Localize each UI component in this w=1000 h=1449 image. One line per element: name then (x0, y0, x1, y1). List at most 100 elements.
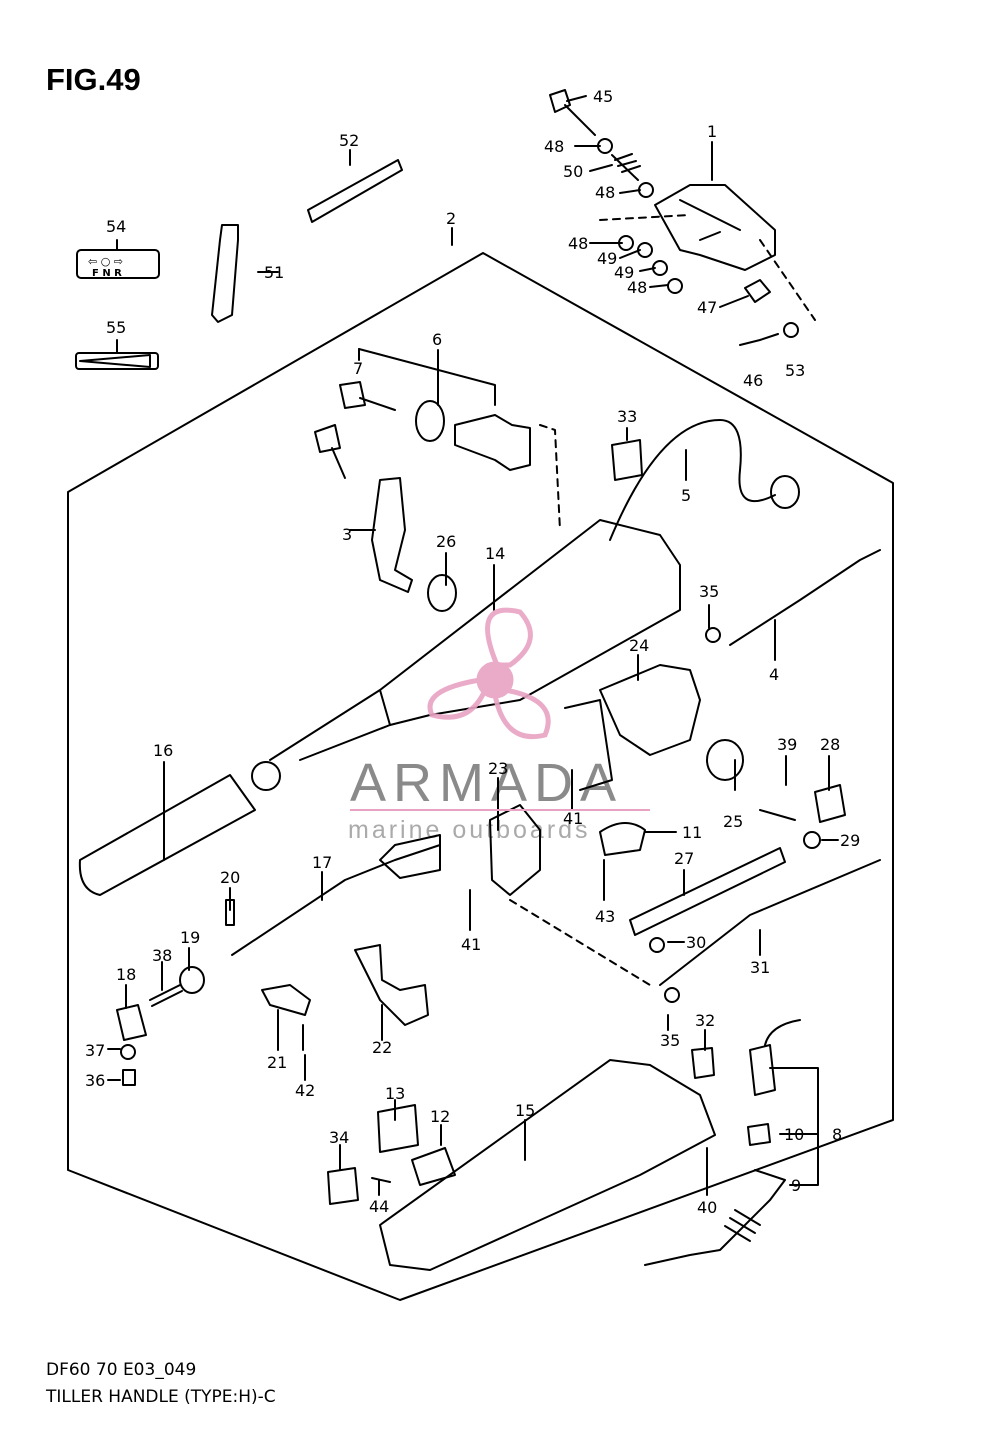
decal-letters: F N R (92, 268, 122, 279)
callout-20: 20 (220, 868, 240, 887)
callout-50: 50 (563, 162, 583, 181)
callout-54: 54 (106, 217, 126, 236)
callout-44: 44 (369, 1197, 389, 1216)
callout-32: 32 (695, 1011, 715, 1030)
callout-16: 16 (153, 741, 173, 760)
callout-49: 49 (614, 263, 634, 282)
callout-47: 47 (697, 298, 717, 317)
part-22-clamp (354, 944, 429, 1026)
callout-41: 41 (461, 935, 481, 954)
part-6-switch (454, 414, 531, 471)
callout-17: 17 (312, 853, 332, 872)
callout-25: 25 (723, 812, 743, 831)
callout-41: 41 (563, 809, 583, 828)
part-55-strip (75, 352, 159, 370)
callout-13: 13 (385, 1084, 405, 1103)
part-9-lanyard (644, 1169, 786, 1266)
callout-53: 53 (785, 361, 805, 380)
callout-35: 35 (660, 1031, 680, 1050)
callout-28: 28 (820, 735, 840, 754)
callout-30: 30 (686, 933, 706, 952)
callout-39: 39 (777, 735, 797, 754)
callout-55: 55 (106, 318, 126, 337)
callout-52: 52 (339, 131, 359, 150)
part-3-lever (371, 477, 413, 593)
callout-21: 21 (267, 1053, 287, 1072)
part-14-tiller-housing (379, 519, 681, 726)
callout-51: 51 (264, 263, 284, 282)
callout-37: 37 (85, 1041, 105, 1060)
part-13-holder (377, 1104, 419, 1153)
part-11-clamp (599, 822, 646, 856)
callout-14: 14 (485, 544, 505, 563)
part-8-stop-switch (749, 1019, 801, 1096)
callout-31: 31 (750, 958, 770, 977)
part-17-shaft (231, 844, 441, 956)
part-34-holder (327, 1167, 359, 1205)
part-5-cable (609, 419, 776, 541)
part-24-mechanism (599, 664, 701, 756)
watermark-tagline: marine outboards (348, 816, 591, 844)
part-4-cable (729, 549, 881, 646)
callout-12: 12 (430, 1107, 450, 1126)
callout-11: 11 (682, 823, 702, 842)
part-12-connector (411, 1147, 456, 1186)
figure-name: TILLER HANDLE (TYPE:H)-C (46, 1387, 276, 1407)
callout-18: 18 (116, 965, 136, 984)
callout-3: 3 (342, 525, 352, 544)
part-18-block (116, 1004, 147, 1041)
callout-42: 42 (295, 1081, 315, 1100)
part-54-decal (76, 249, 160, 279)
callout-9: 9 (791, 1176, 801, 1195)
part-33-grommet (611, 439, 643, 481)
callout-34: 34 (329, 1128, 349, 1147)
watermark-logo (427, 607, 551, 740)
callout-6: 6 (432, 330, 442, 349)
callout-24: 24 (629, 636, 649, 655)
callout-35: 35 (699, 582, 719, 601)
callout-45: 45 (593, 87, 613, 106)
callout-29: 29 (840, 831, 860, 850)
callout-48: 48 (627, 278, 647, 297)
part-45-bolt (549, 89, 596, 136)
callout-48: 48 (568, 234, 588, 253)
callout-19: 19 (180, 928, 200, 947)
callout-10: 10 (784, 1125, 804, 1144)
callout-38: 38 (152, 946, 172, 965)
callout-48: 48 (544, 137, 564, 156)
callout-8: 8 (832, 1125, 842, 1144)
callout-40: 40 (697, 1198, 717, 1217)
callout-7: 7 (353, 359, 363, 378)
part-52-spring (307, 159, 403, 223)
callout-27: 27 (674, 849, 694, 868)
callout-26: 26 (436, 532, 456, 551)
part-7-key (339, 381, 396, 411)
part-51-lever (211, 224, 239, 323)
part-21-clip (261, 984, 311, 1016)
part-31-cable (659, 859, 881, 986)
part-16-grip (78, 774, 256, 896)
callout-5: 5 (681, 486, 691, 505)
callout-49: 49 (597, 249, 617, 268)
callout-15: 15 (515, 1101, 535, 1120)
assembly-frame (67, 252, 894, 1301)
part-23-bracket (489, 804, 541, 896)
callout-2: 2 (446, 209, 456, 228)
callout-23: 23 (488, 759, 508, 778)
callout-48: 48 (595, 183, 615, 202)
part-15-cover (379, 1059, 716, 1271)
callout-4: 4 (769, 665, 779, 684)
callout-1: 1 (707, 122, 717, 141)
callout-22: 22 (372, 1038, 392, 1057)
figure-title: FIG.49 (46, 62, 141, 97)
callout-36: 36 (85, 1071, 105, 1090)
part-32-clip (691, 1047, 715, 1079)
decal-arrows: ⇦ ○ ⇨ (88, 255, 123, 268)
callout-33: 33 (617, 407, 637, 426)
figure-code: DF60 70 E03_049 (46, 1360, 197, 1380)
part-1-bracket (654, 184, 776, 271)
callout-43: 43 (595, 907, 615, 926)
part-27-link (629, 847, 786, 936)
